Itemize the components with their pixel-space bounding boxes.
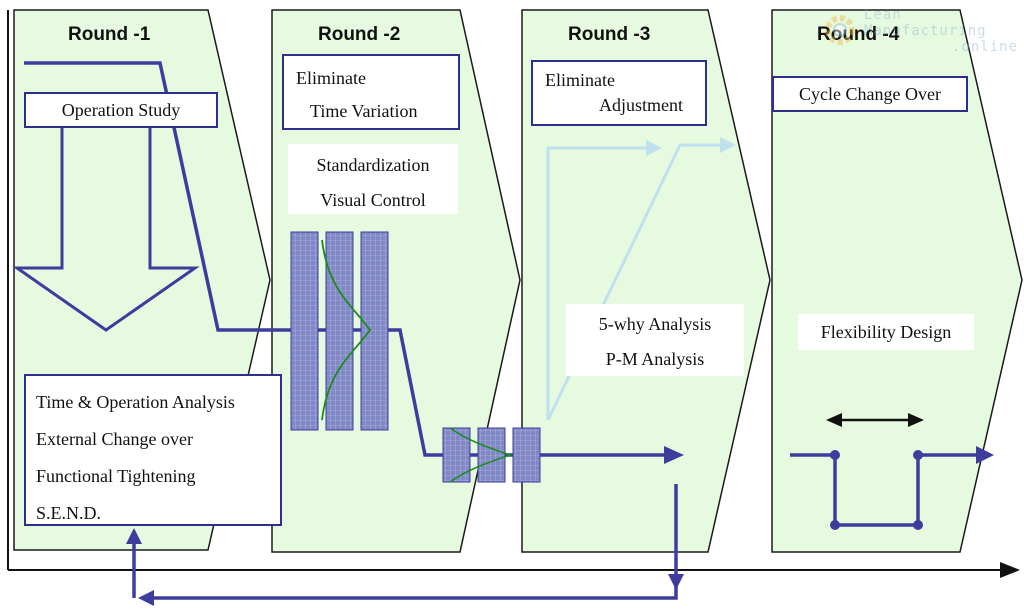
standardization-label: Standardization: [316, 155, 430, 175]
round4-flow-arrowhead: [976, 446, 994, 464]
watermark-line: .online: [952, 39, 1019, 55]
feedback-down-arrowhead: [668, 574, 684, 590]
feedback-loop-line: [150, 484, 678, 600]
analysis-item: Functional Tightening: [36, 466, 196, 486]
double-arrow-right-head: [908, 413, 924, 427]
distribution-curve: [449, 427, 513, 483]
eliminate-time-variation-box: Eliminate Time Variation: [282, 54, 460, 130]
watermark-line: Manufacturing: [864, 23, 987, 39]
histogram-bar: [325, 231, 354, 431]
histogram-bar: [290, 231, 319, 431]
gear-icon: [825, 15, 855, 45]
step-node: [913, 520, 923, 530]
watermark-line: Lean: [864, 7, 902, 23]
stage-title-round-4: Round -4: [817, 24, 900, 45]
cycle-change-over-box: Cycle Change Over: [772, 76, 968, 112]
analysis-list-box: Time & Operation Analysis External Chang…: [24, 374, 282, 526]
cycle-change-over-label: Cycle Change Over: [799, 84, 941, 104]
stage-title-round-1: Round -1: [68, 24, 151, 45]
histogram-bar: [477, 427, 506, 483]
eliminate-label: Eliminate: [296, 68, 366, 88]
eliminate-label: Eliminate: [545, 70, 615, 90]
analysis-item: Time & Operation Analysis: [36, 392, 235, 412]
flexibility-design-label: Flexibility Design: [820, 322, 952, 342]
light-arrowhead-2: [720, 137, 736, 153]
time-variation-label: Time Variation: [310, 101, 418, 121]
standardization-box: Standardization Visual Control: [288, 144, 458, 214]
stage-title-round-3: Round -3: [568, 24, 651, 45]
five-why-label: 5-why Analysis: [598, 314, 712, 334]
histogram-bar: [360, 231, 389, 431]
variation-histogram-large: [290, 231, 389, 431]
feedback-up-arrowhead: [126, 528, 142, 544]
distribution-curve: [321, 239, 372, 421]
watermark-logo: Lean Manufacturing .online: [820, 6, 1020, 66]
histogram-bar: [442, 427, 471, 483]
down-arrow-icon: [12, 118, 200, 332]
visual-control-label: Visual Control: [320, 190, 426, 210]
analysis-methods-box: 5-why Analysis P-M Analysis: [566, 304, 744, 376]
stage-title-round-2: Round -2: [318, 24, 401, 45]
main-flow-arrowhead: [664, 446, 684, 464]
pm-analysis-label: P-M Analysis: [605, 349, 705, 369]
adjustment-label: Adjustment: [599, 95, 683, 115]
operation-study-box: Operation Study: [24, 92, 218, 128]
horizontal-axis-arrowhead: [1000, 562, 1020, 578]
light-arrowhead-1: [646, 140, 662, 156]
histogram-bar: [512, 427, 541, 483]
round4-step-flow: [790, 453, 980, 527]
feedback-left-arrowhead: [138, 590, 154, 606]
analysis-item: External Change over: [36, 429, 193, 449]
operation-study-label: Operation Study: [61, 100, 181, 120]
double-arrow-left-head: [826, 413, 842, 427]
eliminate-adjustment-box: Eliminate Adjustment: [531, 60, 707, 126]
flexibility-design-box: Flexibility Design: [798, 314, 974, 350]
light-arrow-1: [546, 146, 650, 420]
step-node: [830, 520, 840, 530]
step-node: [913, 450, 923, 460]
step-node: [830, 450, 840, 460]
variation-histogram-small: [442, 427, 541, 483]
analysis-item: S.E.N.D.: [36, 503, 102, 523]
